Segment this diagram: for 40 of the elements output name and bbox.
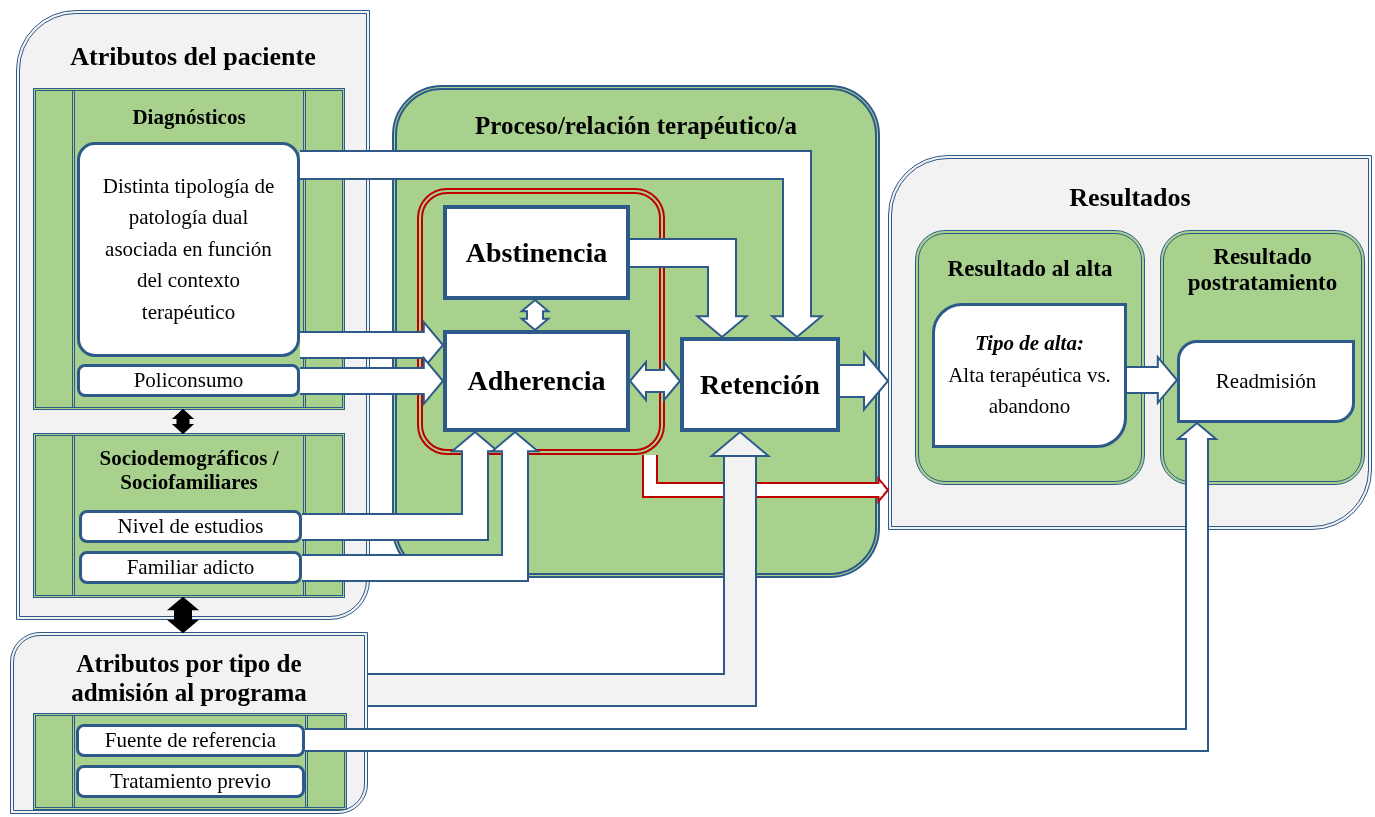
box-label: Fuente de referencia [103, 726, 278, 754]
box-label: Distinta tipología de patología dual asociada en función del contexto terapéutico [101, 172, 276, 326]
category-band [33, 433, 345, 598]
box-label: Readmisión [1214, 367, 1318, 395]
group-panel [888, 155, 1372, 530]
box-label: Tipo de alta: [974, 330, 1085, 358]
factor-box [1177, 340, 1355, 423]
heading: Resultado postratamiento [1186, 244, 1339, 297]
factor-box [932, 303, 1127, 448]
heading: Resultados [1069, 183, 1191, 213]
heading: Proceso/relación terapéutico/a [475, 112, 797, 141]
factor-box [79, 510, 302, 543]
factor-box [76, 724, 305, 757]
heading: Atributos del paciente [70, 42, 316, 72]
construct-label: Abstinencia [464, 235, 609, 270]
outcome-panel [915, 230, 1145, 485]
box-label: Policonsumo [132, 366, 245, 394]
construct-label: Retención [699, 367, 821, 402]
heading: Atributos por tipo de admisión al programa [70, 650, 308, 708]
category-band [33, 88, 345, 410]
box-label: Alta terapéutica vs. abandono [947, 361, 1112, 421]
outcome-panel [1160, 230, 1365, 485]
box-label: Familiar adicto [125, 553, 256, 581]
heading: Resultado al alta [947, 256, 1113, 283]
group-panel [16, 10, 370, 620]
group-panel [10, 632, 368, 814]
loop-outline [417, 188, 665, 455]
category-band [33, 713, 347, 810]
construct-box [680, 337, 840, 432]
factor-box [79, 551, 302, 584]
factor-box [77, 364, 300, 397]
box-label: Nivel de estudios [116, 512, 265, 540]
construct-box [443, 205, 630, 300]
heading: Diagnósticos [132, 105, 246, 130]
construct-label: Adherencia [466, 364, 607, 398]
box-label: Tratamiento previo [109, 767, 272, 795]
factor-box [76, 765, 305, 798]
factor-box [77, 142, 300, 357]
heading: Sociodemográficos / Sociofamiliares [98, 446, 280, 495]
construct-box [443, 330, 630, 432]
